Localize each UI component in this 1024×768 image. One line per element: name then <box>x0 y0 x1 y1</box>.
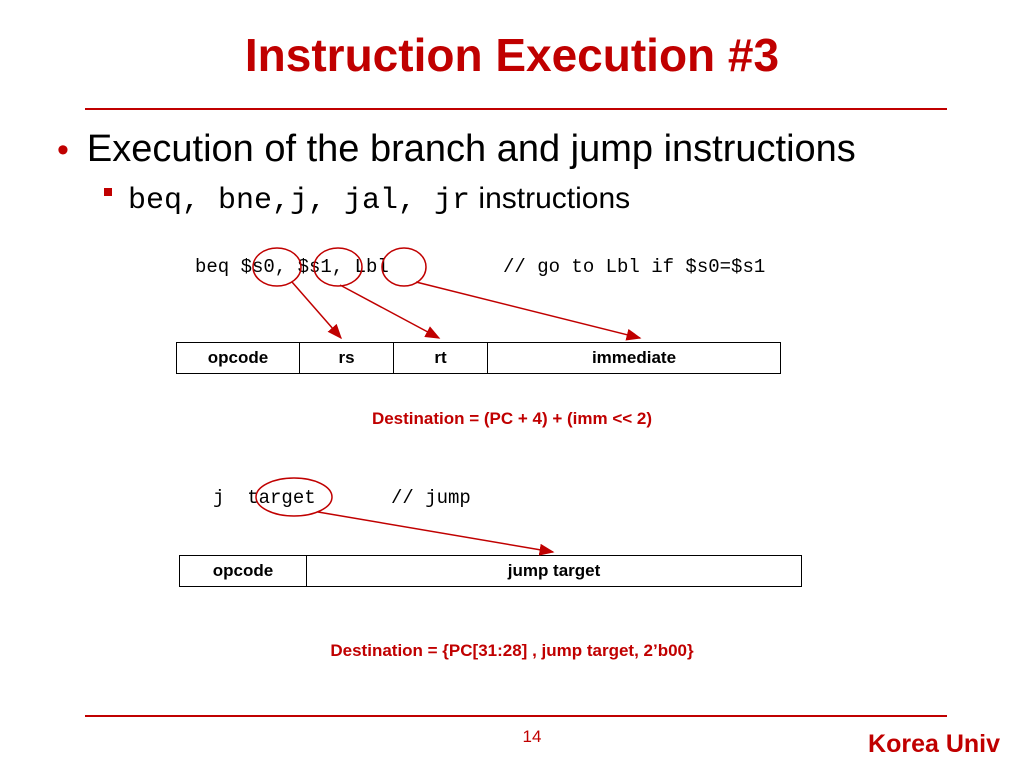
bullet-dot-icon: • <box>57 131 69 169</box>
branch-comment: // go to Lbl if $s0=$s1 <box>503 256 766 278</box>
branch-code-line: beq $s0, $s1, Lbl <box>195 256 389 278</box>
branch-destination: Destination = (PC + 4) + (imm << 2) <box>371 409 653 428</box>
sub-bullet: beq, bne,j, jal, jr instructions <box>104 182 630 218</box>
field-jump-target: jump target <box>306 555 802 587</box>
footer-brand: Korea Univ <box>868 730 1000 758</box>
jump-destination: Destination = {PC[31:28] , jump target, … <box>330 641 694 660</box>
arrow-s1-to-rt <box>339 284 441 339</box>
sub-bullet-text: instructions <box>478 182 631 215</box>
arrow-target-to-jump-target <box>317 511 555 556</box>
arrow-s0-to-rs <box>291 281 342 340</box>
circle-lbl <box>381 247 427 287</box>
main-bullet-text: Execution of the branch and jump instruc… <box>86 128 856 170</box>
branch-format-table: opcode rs rt immediate <box>176 342 781 374</box>
field-opcode: opcode <box>176 342 300 374</box>
title-divider <box>85 108 947 110</box>
field-opcode-jump: opcode <box>179 555 307 587</box>
square-bullet-icon <box>104 188 112 197</box>
jump-code-line: j target <box>213 487 316 509</box>
arrow-lbl-to-immediate <box>415 281 642 341</box>
sub-bullet-code: beq, bne,j, jal, jr <box>128 184 471 218</box>
footer-divider <box>85 715 947 717</box>
field-immediate: immediate <box>487 342 781 374</box>
field-rt: rt <box>393 342 488 374</box>
circle-s0 <box>252 247 302 287</box>
page-number: 14 <box>522 727 542 746</box>
field-rs: rs <box>299 342 394 374</box>
slide-title: Instruction Execution #3 <box>244 29 780 81</box>
circle-s1 <box>313 247 363 287</box>
jump-format-table: opcode jump target <box>179 555 802 587</box>
jump-comment: // jump <box>391 487 471 509</box>
main-bullet: • Execution of the branch and jump instru… <box>57 128 856 171</box>
circle-target <box>255 477 333 517</box>
